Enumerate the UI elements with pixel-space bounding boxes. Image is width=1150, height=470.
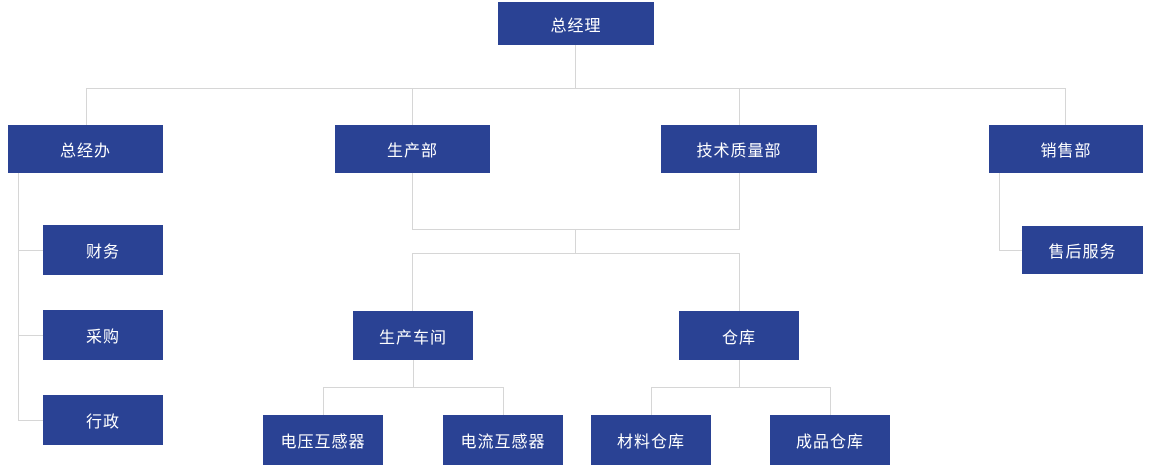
connector-line: [86, 88, 87, 125]
org-node-procurement: 采购: [43, 310, 163, 360]
org-node-general-manager: 总经理: [498, 2, 654, 45]
org-node-admin: 行政: [43, 395, 163, 445]
connector-line: [575, 45, 576, 88]
connector-line: [412, 253, 413, 311]
connector-line: [739, 173, 740, 229]
connector-line: [412, 88, 413, 125]
org-node-tech-quality-dept: 技术质量部: [661, 125, 817, 173]
org-node-production-dept: 生产部: [335, 125, 490, 173]
org-node-gm-office: 总经办: [8, 125, 163, 173]
connector-line: [503, 387, 504, 415]
connector-line: [18, 420, 43, 421]
connector-line: [739, 88, 740, 125]
org-node-production-workshop: 生产车间: [353, 311, 473, 360]
connector-line: [412, 229, 740, 230]
org-node-after-sales-service: 售后服务: [1022, 226, 1143, 274]
connector-line: [413, 360, 414, 387]
connector-line: [323, 387, 503, 388]
org-node-current-transformer: 电流互感器: [443, 415, 563, 465]
connector-line: [1065, 88, 1066, 125]
org-node-material-warehouse: 材料仓库: [591, 415, 711, 465]
connector-line: [651, 387, 830, 388]
org-node-finance: 财务: [43, 225, 163, 275]
connector-line: [739, 360, 740, 387]
org-node-sales-dept: 销售部: [989, 125, 1143, 173]
connector-line: [323, 387, 324, 415]
connector-line: [18, 335, 43, 336]
org-node-warehouse: 仓库: [679, 311, 799, 360]
connector-line: [18, 173, 19, 421]
connector-line: [830, 387, 831, 415]
connector-line: [575, 229, 576, 253]
org-node-finished-goods-warehouse: 成品仓库: [770, 415, 890, 465]
connector-line: [999, 250, 1022, 251]
connector-line: [412, 253, 740, 254]
connector-line: [651, 387, 652, 415]
org-node-voltage-transformer: 电压互感器: [263, 415, 383, 465]
connector-line: [412, 173, 413, 229]
connector-line: [86, 88, 1066, 89]
connector-line: [739, 253, 740, 311]
connector-line: [18, 250, 43, 251]
connector-line: [999, 173, 1000, 250]
